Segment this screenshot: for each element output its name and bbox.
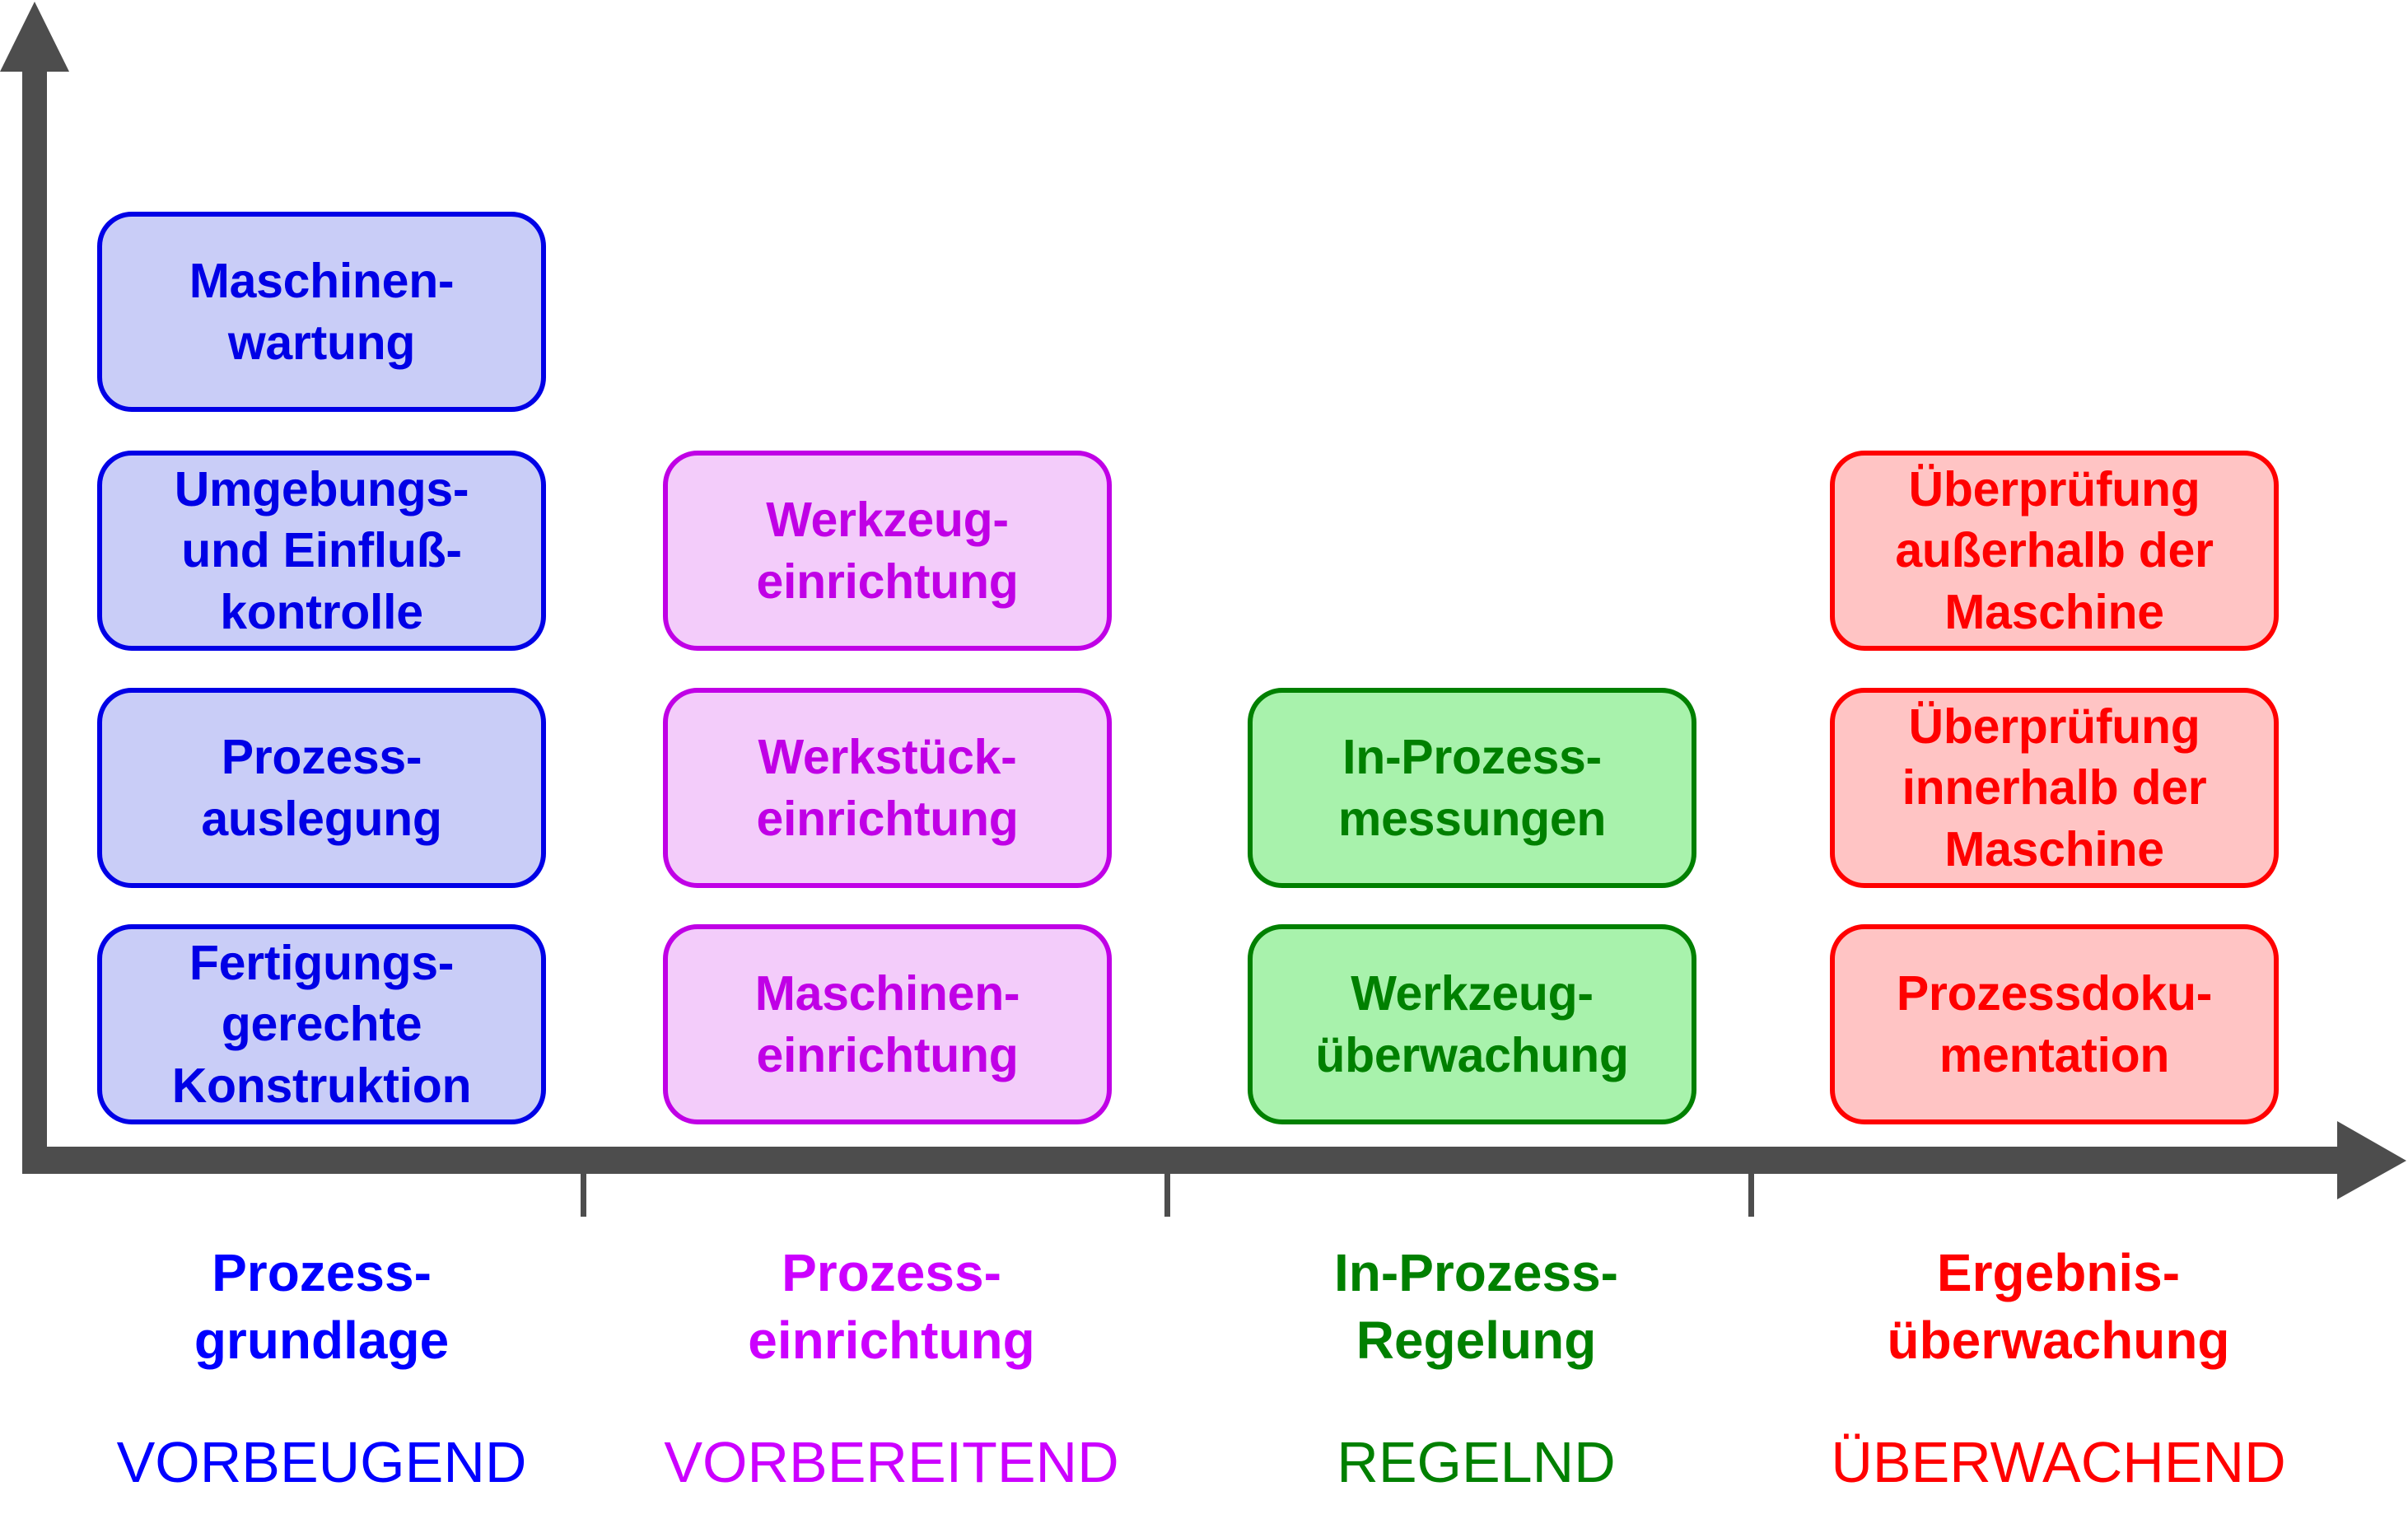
node-werkzeugeinrichtung[interactable]: Werkzeug- einrichtung (663, 451, 1112, 651)
horizontal-axis-shaft (22, 1147, 2345, 1174)
caption-label-vorbereitend: VORBEREITEND (664, 1430, 1119, 1494)
horizontal-axis-arrow-head (2337, 1121, 2406, 1199)
node-maschinenwartung[interactable]: Maschinen- wartung (97, 212, 546, 412)
node-prozessdokumentation[interactable]: Prozessdoku- mentation (1830, 924, 2279, 1124)
node-werkstueckeinrichtung[interactable]: Werkstück- einrichtung (663, 688, 1112, 888)
node-umgebungskontrolle[interactable]: Umgebungs- und Einfluß- kontrolle (97, 451, 546, 651)
category-label-prozesseinrichtung: Prozess- einrichtung (748, 1243, 1035, 1370)
node-prozessauslegung[interactable]: Prozess- auslegung (97, 688, 546, 888)
caption-label-ueberwachend: ÜBERWACHEND (1831, 1430, 2286, 1494)
axis-tick-1 (581, 1174, 586, 1217)
category-label-in-prozess-regelung: In-Prozess- Regelung (1334, 1243, 1618, 1370)
vertical-axis-arrow-head (0, 2, 69, 72)
vertical-axis-shaft (22, 51, 47, 1174)
node-maschineneinrichtung[interactable]: Maschinen- einrichtung (663, 924, 1112, 1124)
category-label-prozessgrundlage: Prozess- grundlage (194, 1243, 450, 1370)
node-in-prozess-messungen[interactable]: In-Prozess- messungen (1248, 688, 1696, 888)
node-ueberpruefung-ausserhalb[interactable]: Überprüfung außerhalb der Maschine (1830, 451, 2279, 651)
axis-tick-2 (1164, 1174, 1170, 1217)
node-fertigungsgerechte-konstruktion[interactable]: Fertigungs- gerechte Konstruktion (97, 924, 546, 1124)
node-ueberpruefung-innerhalb[interactable]: Überprüfung innerhalb der Maschine (1830, 688, 2279, 888)
node-werkzeugueberwachung[interactable]: Werkzeug- überwachung (1248, 924, 1696, 1124)
caption-label-regelnd: REGELND (1337, 1430, 1616, 1494)
category-label-ergebnisueberwachung: Ergebnis- überwachung (1887, 1243, 2230, 1370)
axis-tick-3 (1748, 1174, 1754, 1217)
caption-label-vorbeugend: VORBEUGEND (116, 1430, 527, 1494)
